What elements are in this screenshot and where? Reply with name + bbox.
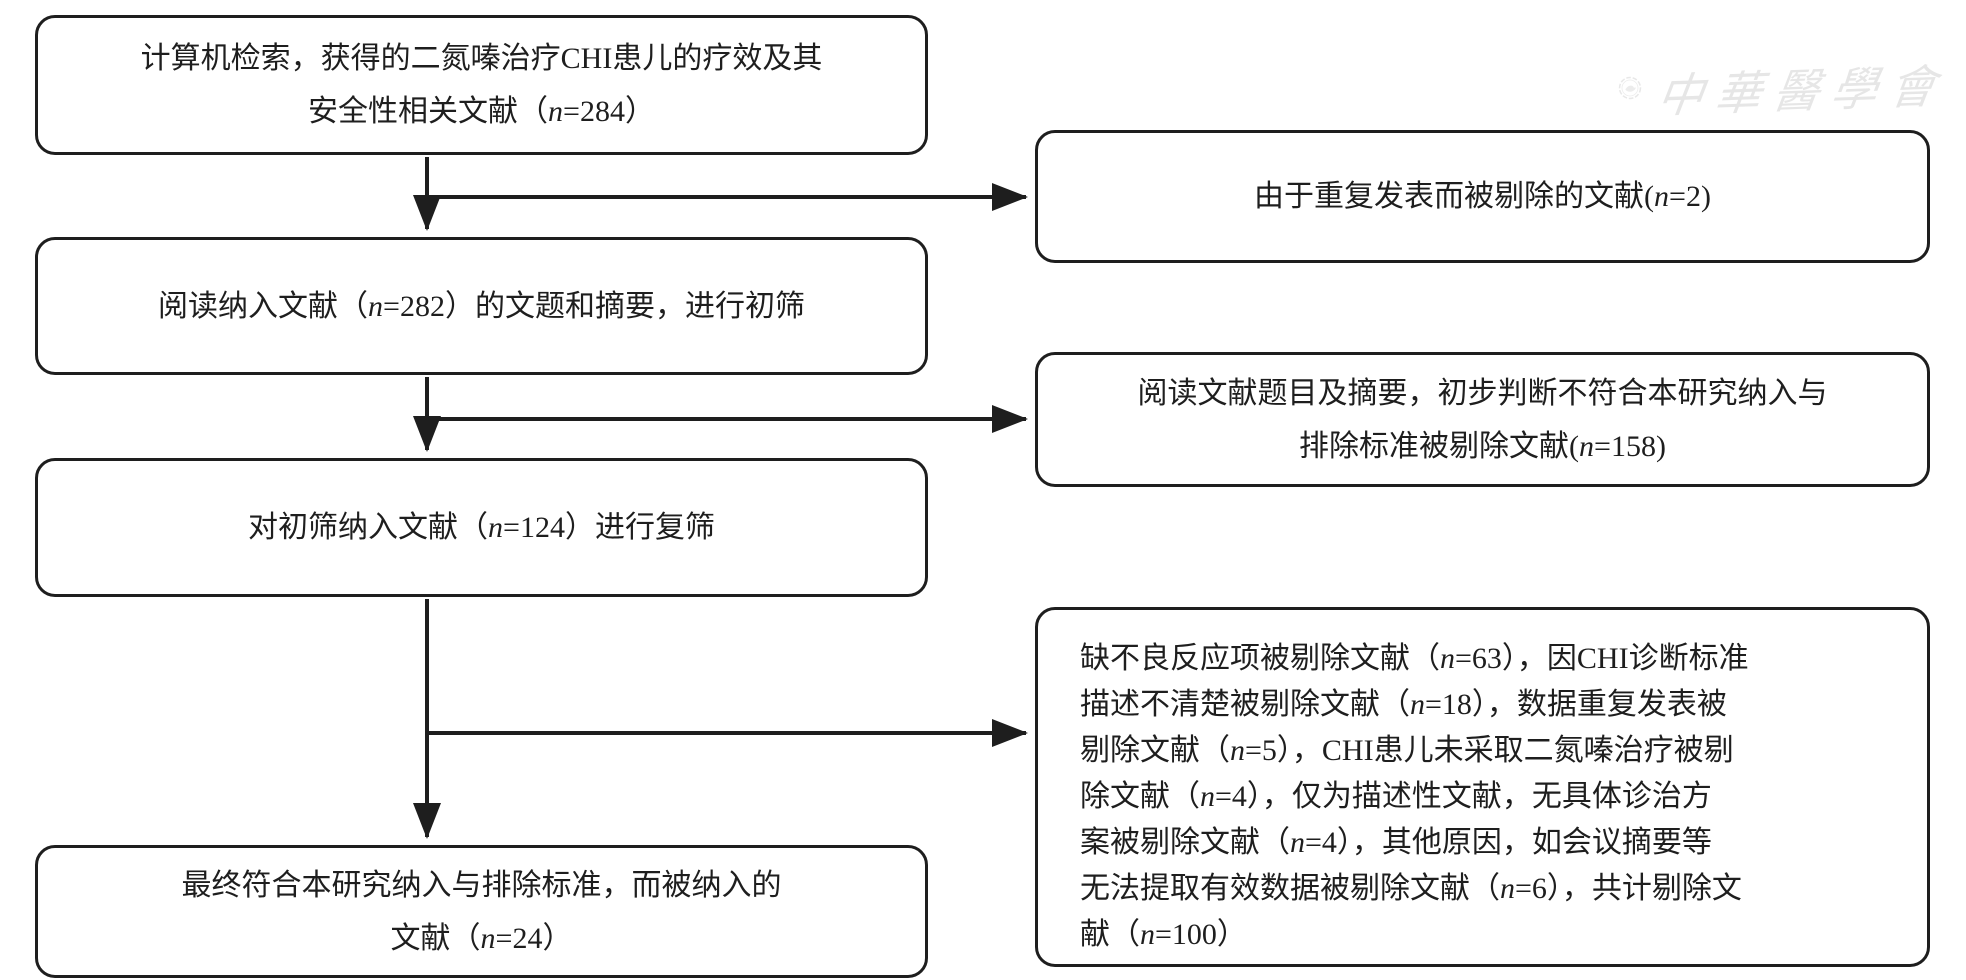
- box-duplicates-removed-text: 由于重复发表而被剔除的文献(n=2): [1254, 180, 1711, 213]
- box-initial-screening: 阅读纳入文献（n=282）的文题和摘要，进行初筛: [35, 237, 928, 375]
- box-second-excluded: 缺不良反应项被剔除文献（n=63），因CHI诊断标准描述不清楚被剔除文献（n=1…: [1035, 607, 1930, 967]
- box-included-text: 最终符合本研究纳入与排除标准，而被纳入的文献（n=24）: [181, 868, 782, 955]
- cma-watermark: 中華醫學會: [1618, 48, 1951, 128]
- box-duplicates-removed: 由于重复发表而被剔除的文献(n=2): [1035, 130, 1930, 263]
- box-initial-excluded-text: 阅读文献题目及摘要，初步判断不符合本研究纳入与排除标准被剔除文献(n=158): [1137, 376, 1828, 463]
- dove-glyph: [1625, 85, 1636, 92]
- box-second-screening-text: 对初筛纳入文献（n=124）进行复筛: [248, 511, 715, 544]
- cma-seal-icon: [1618, 76, 1642, 100]
- cma-watermark-text: 中華醫學會: [1653, 60, 1952, 123]
- box-search-results: 计算机检索，获得的二氮嗪治疗CHI患儿的疗效及其安全性相关文献（n=284）: [35, 15, 928, 155]
- box-second-excluded-text: 缺不良反应项被剔除文献（n=63），因CHI诊断标准描述不清楚被剔除文献（n=1…: [1080, 642, 1749, 951]
- box-search-results-text: 计算机检索，获得的二氮嗪治疗CHI患儿的疗效及其安全性相关文献（n=284）: [140, 42, 823, 128]
- box-initial-screening-text: 阅读纳入文献（n=282）的文题和摘要，进行初筛: [158, 289, 805, 323]
- box-included: 最终符合本研究纳入与排除标准，而被纳入的文献（n=24）: [35, 845, 928, 978]
- box-second-screening: 对初筛纳入文献（n=124）进行复筛: [35, 458, 928, 597]
- box-initial-excluded: 阅读文献题目及摘要，初步判断不符合本研究纳入与排除标准被剔除文献(n=158): [1035, 352, 1930, 487]
